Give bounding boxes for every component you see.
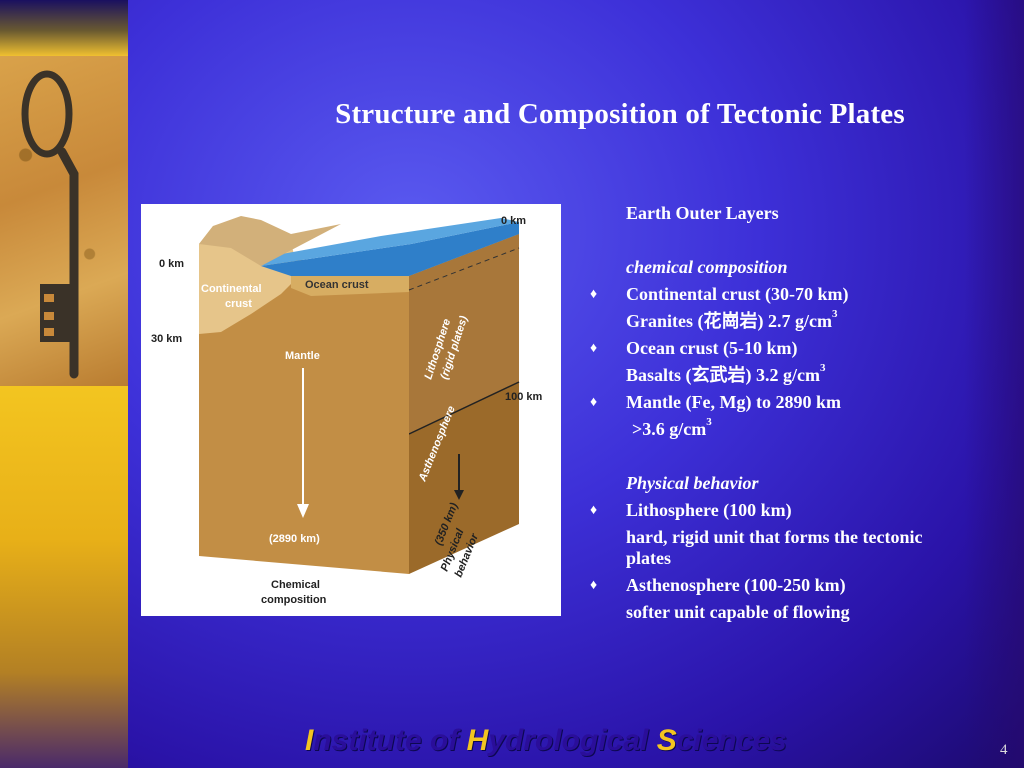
old-key-icon	[21, 70, 79, 379]
outer-layers-text: Earth Outer Layers chemical composition …	[590, 200, 990, 626]
list-item-detail: Granites (花崗岩) 2.7 g/cm3	[626, 308, 838, 331]
list-item: ♦Continental crust (30-70 km)	[590, 281, 990, 308]
chem-heading: chemical composition	[626, 257, 788, 277]
slide-background-shade	[964, 0, 1024, 768]
label-crust: crust	[225, 298, 252, 310]
page-number: 4	[1000, 742, 1008, 758]
plate-structure-diagram: 0 km 0 km 30 km 100 km Continental crust…	[141, 204, 561, 616]
slide-title: Structure and Composition of Tectonic Pl…	[335, 98, 905, 130]
bullet-icon: ♦	[590, 287, 598, 302]
list-item: ♦Asthenosphere (100-250 km)	[590, 572, 990, 599]
bullet-icon: ♦	[590, 395, 598, 410]
list-item-detail: hard, rigid unit that forms the tectonic…	[626, 527, 923, 568]
label-0km-left: 0 km	[159, 258, 184, 270]
bullet-icon: ♦	[590, 578, 598, 593]
bullet-icon: ♦	[590, 503, 598, 518]
strip-bottom-gradient	[0, 386, 128, 768]
institute-footer: Institute of Hydrological Sciences	[305, 724, 787, 757]
label-chemical: Chemical	[271, 579, 320, 591]
list-item: ♦Ocean crust (5-10 km)	[590, 335, 990, 362]
list-item: ♦Lithosphere (100 km)	[590, 497, 990, 524]
label-30km: 30 km	[151, 333, 182, 345]
list-item-detail: Basalts (玄武岩) 3.2 g/cm3	[626, 362, 826, 385]
lithosphere-side	[409, 234, 519, 434]
label-composition: composition	[261, 594, 327, 606]
ocean-surface	[261, 222, 519, 276]
strip-top-gradient	[0, 0, 128, 56]
phys-heading: Physical behavior	[626, 473, 759, 493]
label-continental: Continental	[201, 283, 262, 295]
label-100km: 100 km	[505, 391, 543, 403]
bullet-icon: ♦	[590, 341, 598, 356]
label-ocean-crust: Ocean crust	[305, 279, 369, 291]
label-2890km: (2890 km)	[269, 533, 320, 545]
list-item-detail: >3.6 g/cm3	[632, 416, 712, 439]
list-item: ♦Mantle (Fe, Mg) to 2890 km	[590, 389, 990, 416]
list-item-detail: softer unit capable of flowing	[626, 602, 850, 622]
panel-heading: Earth Outer Layers	[626, 203, 779, 223]
ocean-crust-band	[291, 276, 409, 296]
key-photo	[0, 56, 128, 386]
label-0km-right: 0 km	[501, 215, 526, 227]
left-decor-strip	[0, 0, 128, 768]
label-mantle: Mantle	[285, 350, 320, 362]
